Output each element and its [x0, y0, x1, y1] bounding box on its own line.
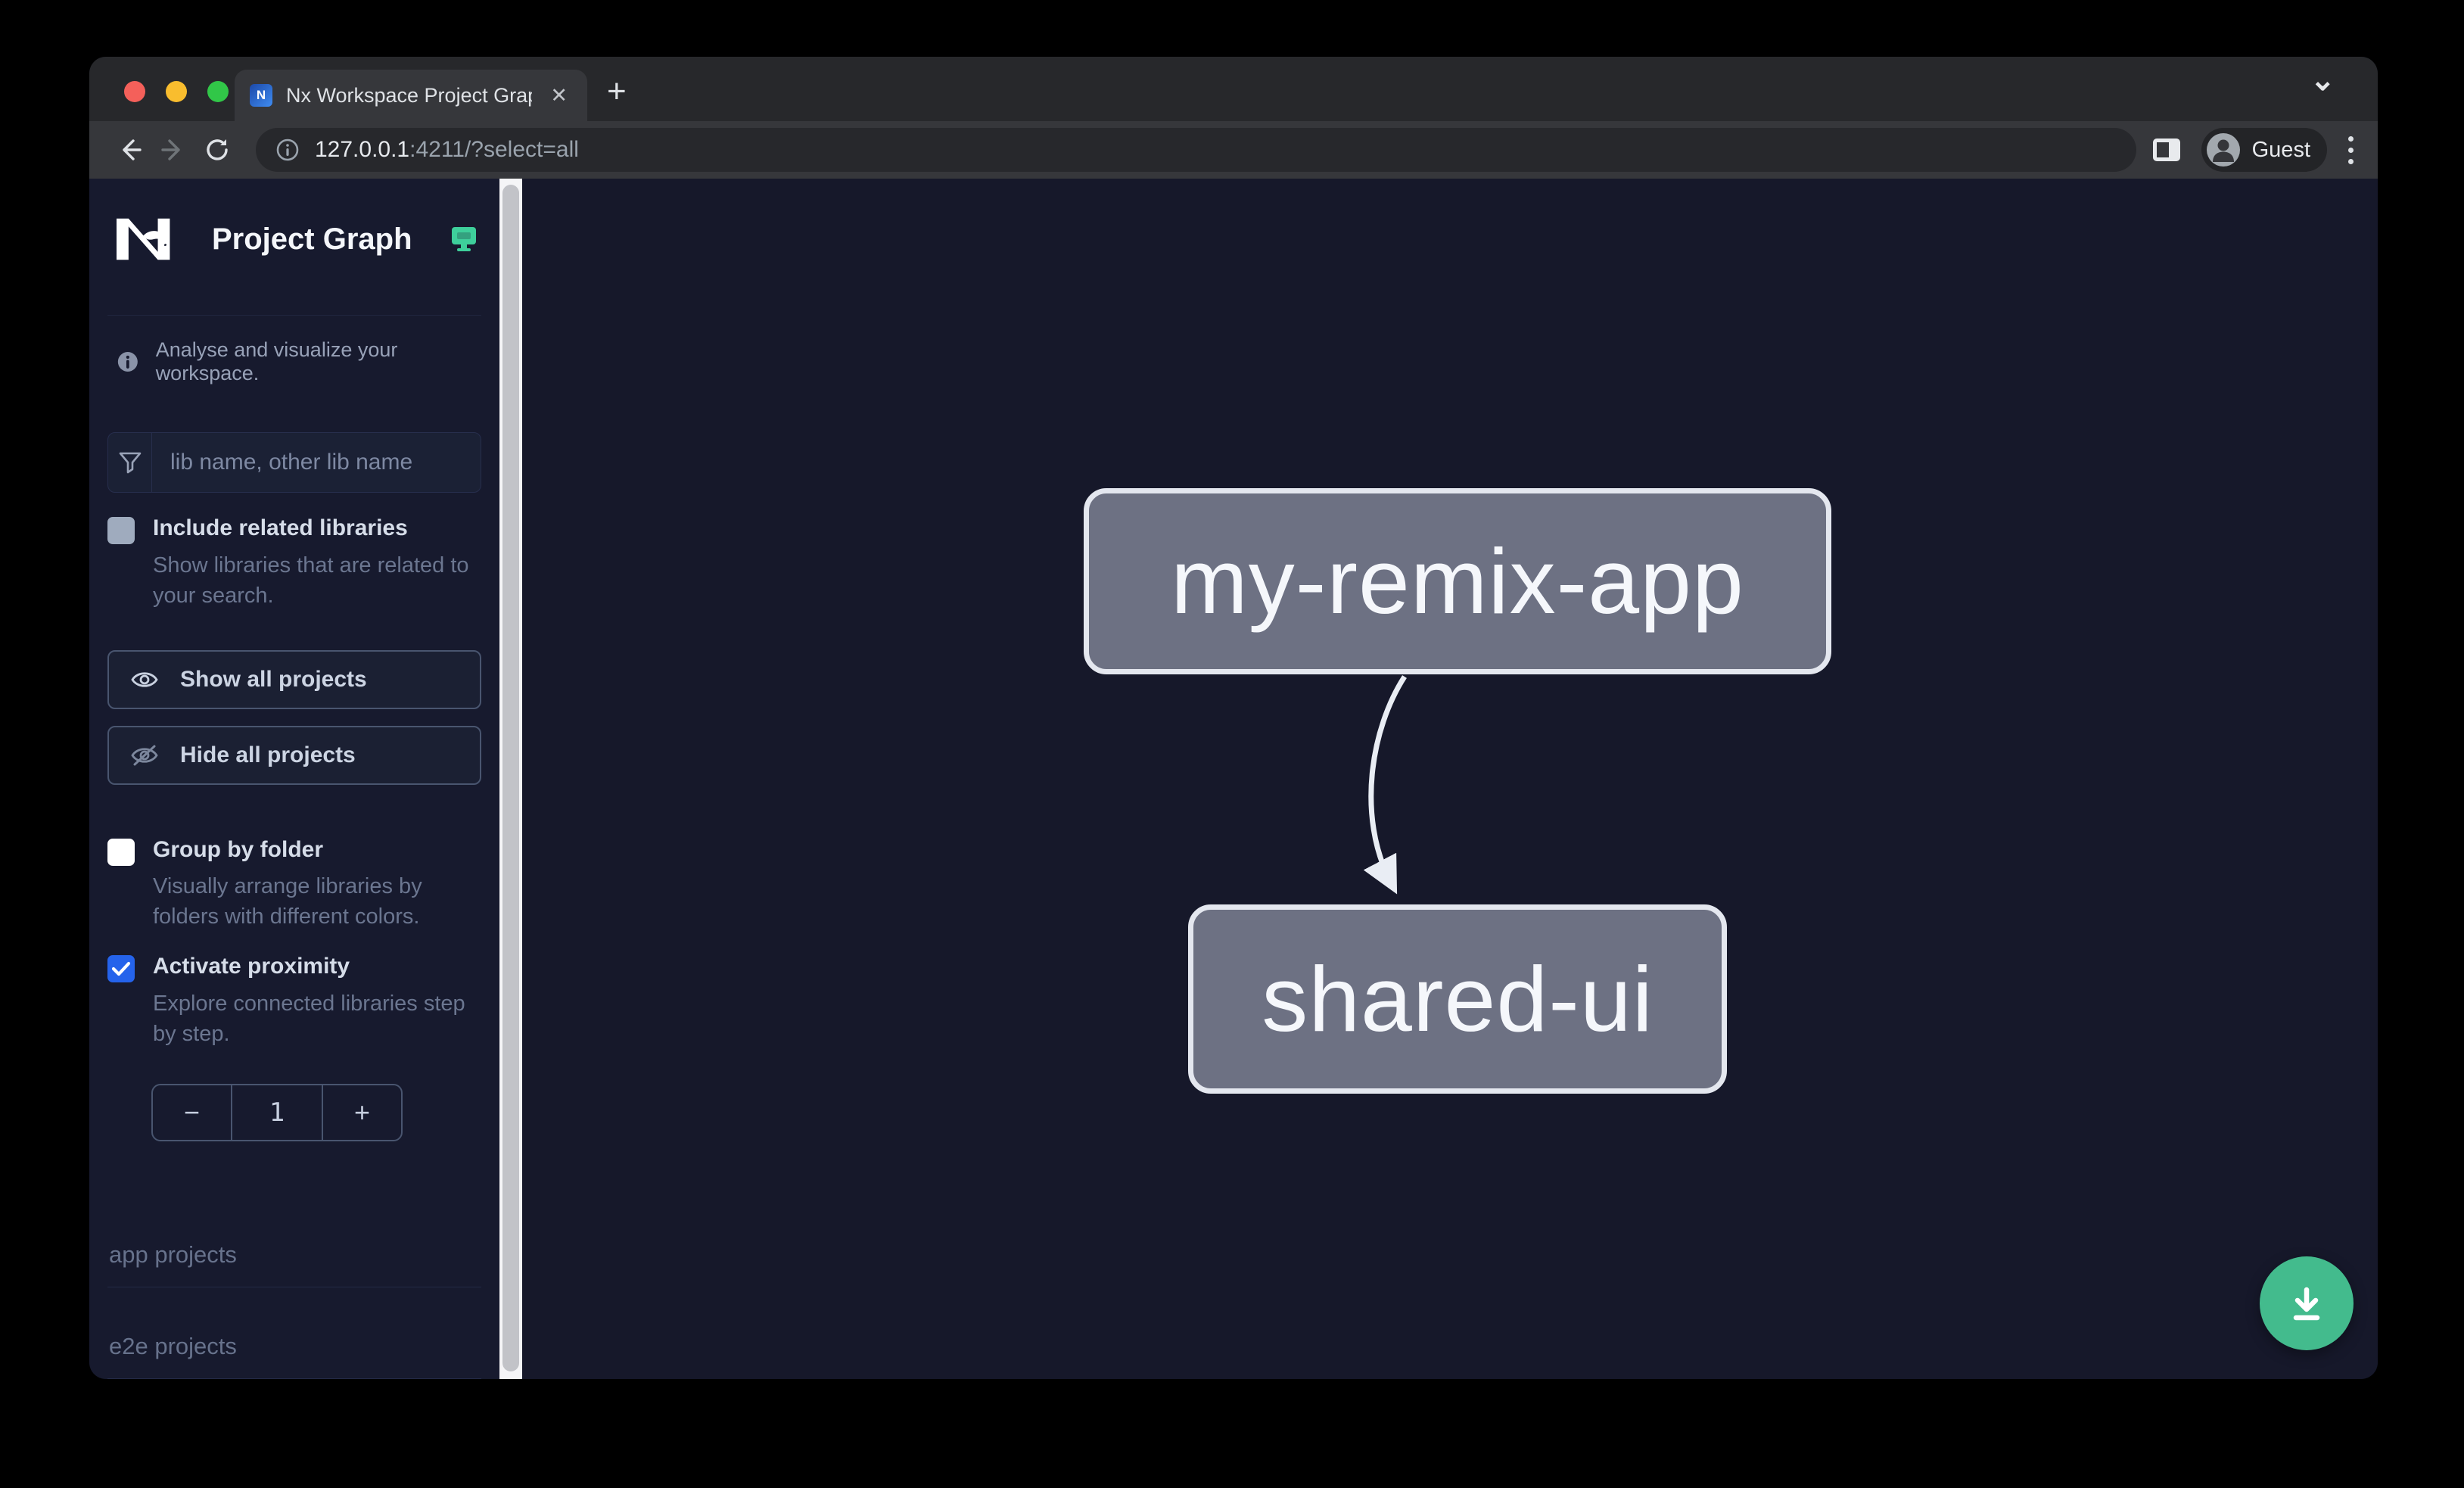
info-icon: [117, 352, 138, 372]
close-window-button[interactable]: [124, 81, 145, 102]
sidebar-scrollbar[interactable]: [499, 179, 522, 1379]
section-e2e-projects: e2e projects: [107, 1333, 481, 1379]
back-arrow-icon: [123, 139, 142, 160]
proximity-depth-stepper: − 1 +: [151, 1083, 403, 1141]
show-all-projects-label: Show all projects: [180, 666, 367, 692]
tab-title: Nx Workspace Project Graph: [286, 83, 533, 107]
sidebar: Project Graph Analyse and visualize your…: [89, 179, 499, 1379]
browser-menu-icon[interactable]: [2342, 130, 2360, 170]
zoom-window-button[interactable]: [207, 81, 229, 102]
option-group-by-folder: Group by folder Visually arrange librari…: [107, 836, 481, 932]
new-tab-button[interactable]: +: [607, 73, 627, 110]
sidebar-header: Project Graph: [107, 179, 481, 316]
reload-icon: [207, 139, 228, 160]
download-graph-button[interactable]: [2260, 1256, 2354, 1350]
proximity-depth-value: 1: [230, 1085, 322, 1140]
option-include-related: Include related libraries Show libraries…: [107, 514, 481, 611]
group-by-folder-label[interactable]: Group by folder: [153, 836, 323, 862]
tagline-text: Analyse and visualize your workspace.: [155, 338, 398, 384]
activate-proximity-description: Explore connected libraries step by step…: [153, 991, 465, 1046]
address-bar[interactable]: 127.0.0.1:4211/?select=all: [256, 128, 2136, 172]
include-related-label[interactable]: Include related libraries: [153, 515, 408, 540]
forward-arrow-icon: [161, 139, 180, 160]
person-icon: [2212, 139, 2234, 162]
include-related-description: Show libraries that are related to your …: [153, 553, 469, 608]
window-controls: [124, 81, 229, 102]
node-my-remix-app[interactable]: my-remix-app: [1084, 488, 1831, 674]
page-title: Project Graph: [212, 222, 412, 256]
url-text: 127.0.0.1:4211/?select=all: [315, 137, 579, 163]
include-related-checkbox[interactable]: [107, 517, 135, 544]
search-box: [107, 432, 481, 493]
show-all-projects-button[interactable]: Show all projects: [107, 649, 481, 709]
eye-icon: [131, 671, 158, 687]
forward-button[interactable]: [151, 128, 195, 172]
nx-logo: [117, 218, 170, 260]
tab-strip: N Nx Workspace Project Graph ✕ + ⌄: [89, 57, 2378, 121]
checkmark-icon: [111, 961, 131, 976]
side-panel-icon[interactable]: [2152, 139, 2180, 161]
browser-window: N Nx Workspace Project Graph ✕ + ⌄: [89, 57, 2378, 1379]
group-by-folder-checkbox[interactable]: [107, 838, 135, 866]
avatar: [2206, 133, 2240, 167]
browser-tab[interactable]: N Nx Workspace Project Graph ✕: [235, 70, 587, 121]
reload-button[interactable]: [195, 128, 239, 172]
hide-all-projects-label: Hide all projects: [180, 742, 356, 767]
monitor-icon[interactable]: [450, 226, 478, 253]
nx-favicon: N: [250, 84, 272, 107]
browser-toolbar: 127.0.0.1:4211/?select=all Guest: [89, 121, 2378, 179]
hide-all-projects-button[interactable]: Hide all projects: [107, 725, 481, 785]
decrement-button[interactable]: −: [183, 1096, 200, 1128]
url-path: :4211/?select=all: [409, 137, 579, 162]
tagline-row: Analyse and visualize your workspace.: [117, 338, 481, 385]
activate-proximity-checkbox[interactable]: [107, 955, 135, 983]
edge-my-remix-app-to-shared-ui[interactable]: [1363, 675, 1407, 895]
site-info-icon[interactable]: [275, 138, 300, 162]
profile-label: Guest: [2251, 137, 2310, 162]
section-app-projects: app projects: [107, 1241, 481, 1287]
activate-proximity-label[interactable]: Activate proximity: [153, 954, 350, 979]
search-input[interactable]: [152, 433, 481, 492]
option-activate-proximity: Activate proximity Explore connected lib…: [107, 952, 481, 1049]
minimize-window-button[interactable]: [166, 81, 187, 102]
eye-off-icon: [131, 745, 158, 766]
url-host: 127.0.0.1: [315, 137, 410, 162]
increment-button[interactable]: +: [322, 1085, 401, 1140]
profile-button[interactable]: Guest: [2201, 128, 2327, 172]
back-button[interactable]: [107, 128, 151, 172]
graph-canvas[interactable]: my-remix-app shared-ui: [522, 179, 2378, 1379]
graph-edges: [1363, 675, 1407, 895]
close-tab-icon[interactable]: ✕: [550, 83, 568, 107]
download-icon: [2293, 1287, 2320, 1321]
content-area: Project Graph Analyse and visualize your…: [89, 179, 2378, 1379]
tab-search-chevron-icon[interactable]: ⌄: [2310, 64, 2335, 97]
node-shared-ui[interactable]: shared-ui: [1188, 904, 1727, 1094]
group-by-folder-description: Visually arrange libraries by folders wi…: [153, 874, 422, 929]
scrollbar-thumb[interactable]: [502, 185, 519, 1371]
filter-icon: [108, 433, 152, 492]
